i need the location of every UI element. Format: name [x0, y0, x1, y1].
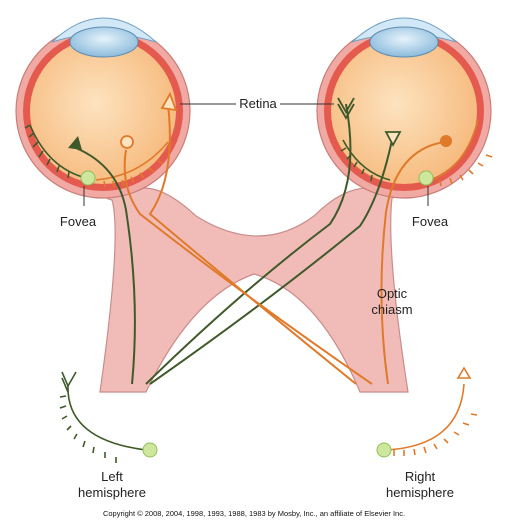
optic-chiasm-label-line1: Optic	[377, 286, 408, 301]
right-eye-orange-dot	[440, 135, 452, 147]
left-eye-orange-open-circle	[121, 136, 133, 148]
fovea-right-label: Fovea	[412, 214, 449, 229]
left-hemisphere-label-line2: hemisphere	[78, 485, 146, 500]
right-hemisphere-label-line2: hemisphere	[386, 485, 454, 500]
right-hemisphere-fovea-dot	[377, 443, 391, 457]
retina-label: Retina	[239, 96, 277, 111]
right-lens	[370, 27, 438, 57]
optic-chiasm-label-line2: chiasm	[371, 302, 412, 317]
left-lens	[70, 27, 138, 57]
right-hemisphere-label-line1: Right	[405, 469, 436, 484]
copyright-notice: Copyright © 2008, 2004, 1998, 1993, 1988…	[103, 509, 405, 518]
left-hemisphere-fovea-dot	[143, 443, 157, 457]
left-hemisphere-label-line1: Left	[101, 469, 123, 484]
right-fovea-dot	[419, 171, 433, 185]
left-fovea-dot	[81, 171, 95, 185]
fovea-left-label: Fovea	[60, 214, 97, 229]
